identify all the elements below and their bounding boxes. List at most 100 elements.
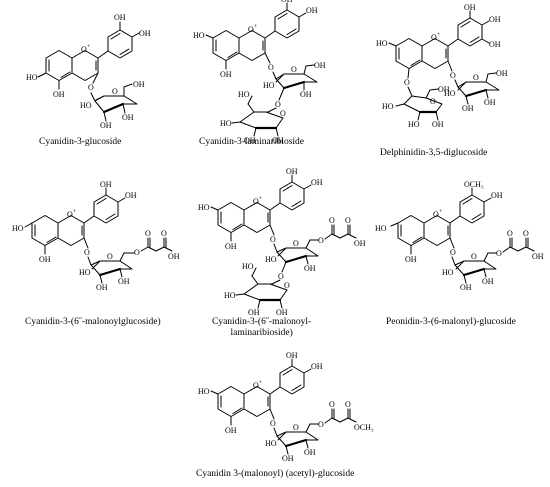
structure-cyanidin-malonoyl-acetyl-glucoside: HO OH O + OH OH O O O HO OH OH O O OCH₃	[190, 351, 390, 468]
label-link-o: O	[270, 419, 276, 428]
label-ring-o: O	[433, 210, 439, 219]
label-oh: OH	[220, 70, 232, 79]
label-sugar-o: O	[107, 252, 113, 261]
label-b-oh2: OH	[306, 6, 318, 15]
label-b-och3: OCH₃	[464, 180, 484, 189]
label-ho: HO	[198, 203, 210, 212]
label-link-o: O	[268, 63, 274, 72]
label-link-o: O	[270, 235, 276, 244]
label-sugar-oh-3: OH	[122, 113, 134, 122]
label-sugar-oh1: OH	[96, 283, 108, 292]
label-sugar2-oh1: OH	[248, 308, 260, 317]
label-b-oh2: OH	[125, 191, 137, 200]
label-sugar-oh2: OH	[300, 90, 312, 99]
label-acid-oh: OH	[354, 239, 366, 248]
structure-cyanidin-3-glucoside: HO OH O + OH OH O O OH HO OH OH	[0, 0, 160, 140]
label-sugar-ring-o: O	[112, 87, 118, 96]
label-charge: +	[73, 209, 77, 215]
label-b-oh3: OH	[489, 40, 501, 49]
label-sugar2-oh2: OH	[272, 136, 284, 145]
label-b-oh1: OH	[100, 180, 112, 189]
label-link-o2: O	[278, 272, 284, 281]
label-acid-oh: OH	[168, 252, 180, 261]
label-link-o2: O	[275, 100, 281, 109]
label-sugar-oh1: OH	[496, 69, 508, 78]
label-sugar-oh3: OH	[484, 98, 496, 107]
label-charge: +	[254, 24, 258, 30]
label-ring-o: O	[253, 381, 259, 390]
label-oh: OH	[405, 255, 417, 264]
label-sugar-oh: OH	[304, 264, 316, 273]
label-sugar2-ho2: HO	[408, 120, 420, 129]
label-ring-o: O	[431, 33, 437, 42]
glucose-ring	[90, 83, 138, 122]
label-sugar-oh: OH	[314, 61, 326, 70]
structure-delphinidin-3-5-diglucoside: HO O + OH OH OH O O O OH HO OH OH O OH H…	[368, 0, 550, 150]
label-charge: +	[259, 380, 263, 386]
label-charge: +	[259, 196, 263, 202]
label-sugar-o: O	[471, 252, 477, 261]
label-ester-o: O	[318, 420, 324, 429]
label-sugar-ho: HO	[444, 89, 456, 98]
label-carbonyl-o1: O	[329, 400, 335, 409]
label-acid-oh: OH	[532, 252, 544, 261]
label-sugar-oh2: OH	[462, 104, 474, 113]
caption-cyanidin-malonoyl-laminaribioside: Cyanidin-3-(6˝-malonoyl- laminaribioside…	[212, 317, 311, 339]
label-oh: OH	[225, 242, 237, 251]
label-sugar2-o: O	[430, 97, 436, 106]
label-b-oh1: OH	[281, 0, 293, 4]
label-ho: HO	[193, 31, 205, 40]
label-sugar-oh2: OH	[482, 277, 494, 286]
label-sugar-o: O	[291, 65, 297, 74]
label-sugar2-oh1: OH	[244, 136, 256, 145]
label-sugar2-ho1: HO	[382, 102, 394, 111]
label-sugar-o: O	[293, 239, 299, 248]
label-sugar2-o: O	[284, 281, 290, 290]
label-b-oh1: OH	[464, 3, 476, 12]
label-oh-b1: OH	[114, 13, 126, 22]
label-sugar2-ho1: HO	[242, 262, 254, 271]
caption-line-1: Cyanidin-3-(6˝-malonoyl-	[212, 317, 312, 327]
label-sugar-oh-1: OH	[133, 80, 145, 89]
label-sugar2-o: O	[280, 109, 286, 118]
caption-delphinidin-3-5-diglucoside: Delphinidin-3,5-diglucoside	[380, 148, 488, 158]
label-b-oh: OH	[491, 191, 503, 200]
label-b-oh1: OH	[286, 167, 298, 176]
label-sugar-ho: HO	[442, 268, 454, 277]
caption-line-2: laminaribioside)	[230, 328, 293, 338]
label-sugar-ho: HO	[80, 101, 92, 110]
label-carbonyl-o1: O	[507, 229, 513, 238]
label-sugar-oh2: OH	[118, 277, 130, 286]
caption-cyanidin-3-glucoside: Cyanidin-3-glucoside	[39, 137, 122, 147]
label-sugar2-oh2: OH	[276, 308, 288, 317]
label-sugar2-ho1: HO	[238, 90, 250, 99]
ring-a	[45, 50, 73, 81]
label-oh: OH	[39, 255, 51, 264]
label-ester-o: O	[318, 236, 324, 245]
caption-cyanidin-malonoylglucoside: Cyanidin-3-(6˝-malonoylglucoside)	[25, 317, 161, 327]
label-ester-o: O	[496, 249, 502, 258]
label-oh: OH	[225, 426, 237, 435]
caption-peonidin-malonyl-glucoside: Peonidin-3-(6-malonyl)-glucoside	[386, 317, 516, 327]
label-carbonyl-o2: O	[345, 400, 351, 409]
label-sugar2-oh1: OH	[438, 85, 450, 94]
structure-cyanidin-3-laminaribioside: HO OH O + OH OH O O OH HO OH O O HO HO O…	[180, 0, 355, 150]
label-carbonyl-o1: O	[329, 216, 335, 225]
label-sugar2-ho2: HO	[224, 291, 236, 300]
label-ho: HO	[376, 39, 388, 48]
structure-cyanidin-malonoylglucoside: HO OH O + OH OH O O O HO OH OH O O OH	[0, 180, 180, 315]
label-link-o: O	[84, 248, 90, 257]
label-ring-o: O	[248, 25, 254, 34]
label-sugar-oh1: OH	[282, 454, 294, 463]
label-sugar2-oh2: OH	[432, 120, 444, 129]
label-ring-o: O	[253, 197, 259, 206]
label-sugar-ho: HO	[265, 255, 277, 264]
label-charge: +	[87, 44, 91, 50]
label-sugar-o: O	[473, 73, 479, 82]
label-link-o5: O	[404, 78, 410, 87]
label-link-o: O	[88, 83, 94, 92]
label-ester-o: O	[134, 248, 140, 257]
label-sugar-ho: HO	[265, 439, 277, 448]
label-sugar-oh-2: OH	[100, 121, 112, 130]
label-sugar-o: O	[293, 423, 299, 432]
